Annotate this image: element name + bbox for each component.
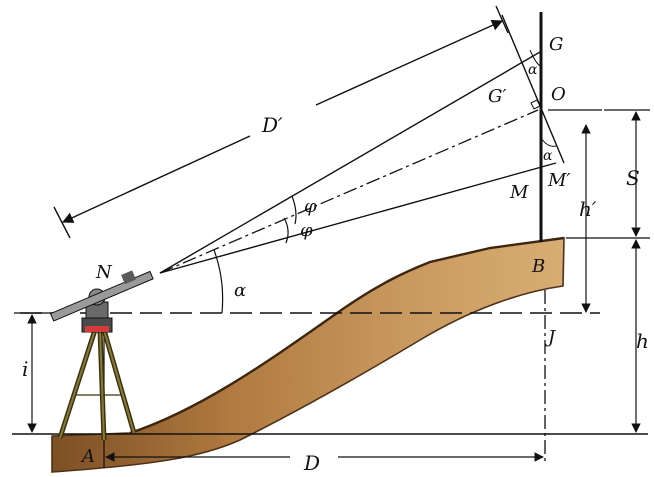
label-phi-upper: φ: [304, 196, 317, 217]
label-h: h: [636, 329, 649, 353]
d-prime-extension-bottom: [53, 206, 71, 239]
label-D: D: [303, 451, 320, 475]
label-D-prime: D′: [261, 113, 283, 137]
label-phi-lower: φ: [300, 220, 313, 241]
label-O: O: [551, 84, 566, 105]
alpha-top-arc: [529, 49, 541, 67]
d-prime-arrow-upper: [315, 20, 504, 106]
label-B: B: [531, 256, 545, 277]
label-A: A: [80, 446, 95, 467]
label-M: M: [509, 182, 529, 203]
label-N: N: [95, 262, 113, 283]
phi-lower-arc: [283, 217, 289, 244]
lower-stadia-line: [159, 162, 557, 274]
label-i: i: [22, 357, 28, 381]
alpha-angle-arc: [213, 249, 224, 314]
line-of-sight-center: [159, 109, 539, 274]
alpha-mid-arc: [540, 137, 557, 147]
label-M-prime: M′: [547, 170, 571, 191]
phi-upper-arc: [291, 195, 297, 225]
label-G: G: [549, 34, 563, 55]
d-prime-arrow-lower: [61, 135, 251, 223]
label-J: J: [544, 327, 557, 348]
perpendicular-line: [501, 14, 565, 164]
label-alpha-top: α: [528, 62, 538, 78]
upper-stadia-line: [159, 51, 541, 274]
ground-top-edge: [129, 236, 565, 435]
label-alpha-angle: α: [234, 280, 246, 301]
d-prime-extension-top: [495, 5, 509, 34]
label-alpha-mid: α: [543, 148, 553, 164]
label-S: S: [626, 166, 640, 190]
label-h-prime: h′: [579, 197, 597, 221]
label-G-prime: G′: [488, 86, 506, 107]
right-angle-marker: [530, 99, 541, 110]
theodolite-icon: [49, 270, 154, 441]
